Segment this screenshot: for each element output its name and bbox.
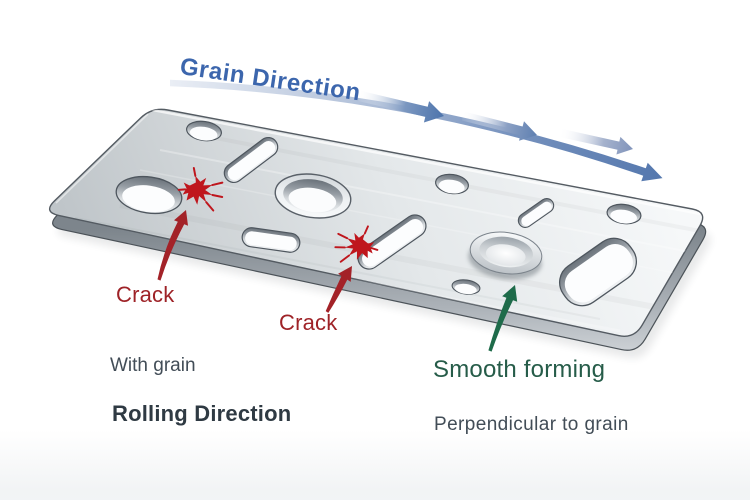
oblong-hole-lower-left <box>241 227 301 253</box>
crack-label-2: Crack <box>279 310 338 335</box>
smooth-forming-label: Smooth forming <box>433 356 606 383</box>
smooth-formed-boss <box>468 231 543 280</box>
perpendicular-to-grain-label: Perpendicular to grain <box>434 414 629 435</box>
crack-1-pointer-arrow <box>157 210 188 281</box>
round-hole-large-left <box>115 175 183 215</box>
grain-short-arrow-1 <box>358 90 444 123</box>
rounded-rect-cutout-right <box>559 237 637 307</box>
grain-short-arrow-3 <box>560 128 633 155</box>
slotted-hole-top <box>223 136 279 184</box>
countersunk-hole-center <box>274 173 352 219</box>
grain-short-arrow-2 <box>461 111 537 141</box>
crack-label-1: Crack <box>116 282 175 307</box>
rolling-direction-label: Rolling Direction <box>112 401 292 426</box>
smooth-forming-pointer-arrow <box>488 285 518 352</box>
with-grain-label: With grain <box>110 355 196 376</box>
round-hole-small-top-left <box>186 120 222 142</box>
grain-direction-arrows <box>170 79 663 182</box>
round-hole-tiny <box>451 279 481 295</box>
round-hole-small-center <box>435 173 469 195</box>
slotted-hole-short-right <box>517 197 555 229</box>
crack-2-pointer-arrow <box>325 266 352 313</box>
round-hole-small-far-right <box>606 203 642 225</box>
slotted-hole-long-center <box>357 214 427 270</box>
